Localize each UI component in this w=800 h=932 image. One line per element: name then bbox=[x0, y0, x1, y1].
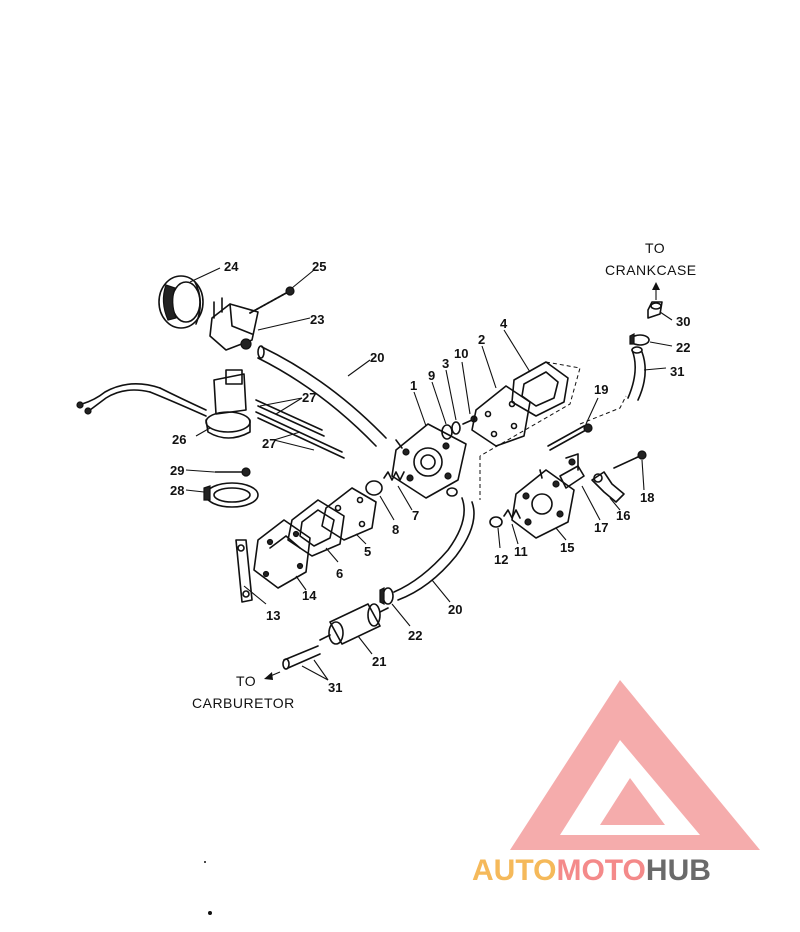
label-10: 10 bbox=[454, 346, 468, 361]
label-21: 21 bbox=[372, 654, 386, 669]
part-16-elbow bbox=[591, 471, 625, 503]
watermark-auto: AUTO bbox=[472, 854, 556, 887]
part-7-spring bbox=[383, 471, 405, 481]
watermark-moto: MOTO bbox=[556, 854, 645, 887]
label-26: 26 bbox=[172, 432, 186, 447]
part-24-grommet bbox=[158, 275, 204, 329]
part-19-screw bbox=[547, 423, 593, 451]
label-8: 8 bbox=[392, 522, 399, 537]
label-22-lower: 22 bbox=[408, 628, 422, 643]
scan-speck bbox=[204, 861, 206, 863]
watermark-hub: HUB bbox=[646, 854, 711, 887]
part-1-pump-body bbox=[391, 423, 467, 499]
label-22-upper: 22 bbox=[676, 340, 690, 355]
label-15: 15 bbox=[560, 540, 574, 555]
part-8-oring bbox=[365, 480, 383, 496]
part-31-hose-lower bbox=[282, 645, 321, 670]
part-5-diaphragm bbox=[321, 487, 377, 541]
part-3-washer bbox=[451, 421, 461, 435]
note-to-carburetor-line2: CARBURETOR bbox=[192, 695, 295, 711]
carburetor-arrowhead bbox=[264, 672, 273, 680]
part-21-fuel-filter bbox=[319, 603, 389, 645]
label-20-lower: 20 bbox=[448, 602, 462, 617]
scan-speck bbox=[208, 911, 212, 915]
label-16: 16 bbox=[616, 508, 630, 523]
label-31-upper: 31 bbox=[670, 364, 684, 379]
part-31-hose-upper bbox=[627, 346, 646, 401]
label-1: 1 bbox=[410, 378, 417, 393]
label-12: 12 bbox=[494, 552, 508, 567]
label-5: 5 bbox=[364, 544, 371, 559]
label-29: 29 bbox=[170, 463, 184, 478]
watermark-text: AUTOMOTOHUB bbox=[472, 854, 711, 887]
label-31-lower: 31 bbox=[328, 680, 342, 695]
part-11-spring bbox=[503, 509, 521, 519]
part-20-hose-upper bbox=[257, 345, 387, 447]
part-25-screw bbox=[249, 286, 295, 314]
part-13-strap bbox=[235, 539, 253, 603]
label-30: 30 bbox=[676, 314, 690, 329]
label-6: 6 bbox=[336, 566, 343, 581]
crankcase-arrowhead bbox=[652, 282, 660, 290]
watermark-logo: AUTOMOTOHUB bbox=[472, 680, 760, 887]
label-7: 7 bbox=[412, 508, 419, 523]
part-6-gasket bbox=[287, 499, 345, 557]
part-22-clamp-upper bbox=[629, 333, 650, 346]
watermark-triangle-core bbox=[600, 778, 665, 825]
part-28-clamp bbox=[203, 482, 259, 508]
part-15-pump-cover bbox=[511, 469, 575, 539]
label-13: 13 bbox=[266, 608, 280, 623]
leader-lines bbox=[185, 267, 673, 681]
part-2-plate bbox=[471, 385, 531, 447]
part-12-disc bbox=[489, 516, 503, 528]
label-4: 4 bbox=[500, 316, 508, 331]
label-19: 19 bbox=[594, 382, 608, 397]
label-2: 2 bbox=[478, 332, 485, 347]
dashed-guide-upper bbox=[479, 361, 581, 457]
label-14: 14 bbox=[302, 588, 317, 603]
label-17: 17 bbox=[594, 520, 608, 535]
label-20-upper: 20 bbox=[370, 350, 384, 365]
dashed-guide-right bbox=[579, 395, 627, 425]
part-14-cover bbox=[253, 519, 311, 589]
label-9: 9 bbox=[428, 368, 435, 383]
note-to-crankcase-line2: CRANKCASE bbox=[605, 262, 697, 278]
part-26-solenoid bbox=[76, 369, 251, 439]
part-29-screw bbox=[214, 467, 251, 477]
part-23-bracket bbox=[209, 297, 259, 351]
label-18: 18 bbox=[640, 490, 654, 505]
part-20-hose-lower bbox=[393, 497, 475, 601]
part-4-gasket bbox=[511, 361, 569, 417]
label-3: 3 bbox=[442, 356, 449, 371]
part-30-fitting bbox=[647, 301, 663, 319]
label-27-lower: 27 bbox=[262, 436, 276, 451]
part-labels: 24 25 23 20 27 27 26 29 28 1 9 3 10 2 4 … bbox=[170, 259, 690, 695]
label-11: 11 bbox=[514, 544, 528, 559]
part-9-washer bbox=[441, 424, 453, 440]
label-25: 25 bbox=[312, 259, 326, 274]
label-24: 24 bbox=[224, 259, 239, 274]
label-27-upper: 27 bbox=[302, 390, 316, 405]
note-to-crankcase-line1: TO bbox=[645, 240, 665, 256]
note-to-carburetor-line1: TO bbox=[236, 673, 256, 689]
part-22-clamp-lower bbox=[379, 587, 394, 605]
pump-outlet-fitting bbox=[446, 487, 458, 497]
label-28: 28 bbox=[170, 483, 184, 498]
part-17-elbow bbox=[559, 453, 585, 489]
part-18-screw bbox=[613, 450, 647, 469]
label-23: 23 bbox=[310, 312, 324, 327]
